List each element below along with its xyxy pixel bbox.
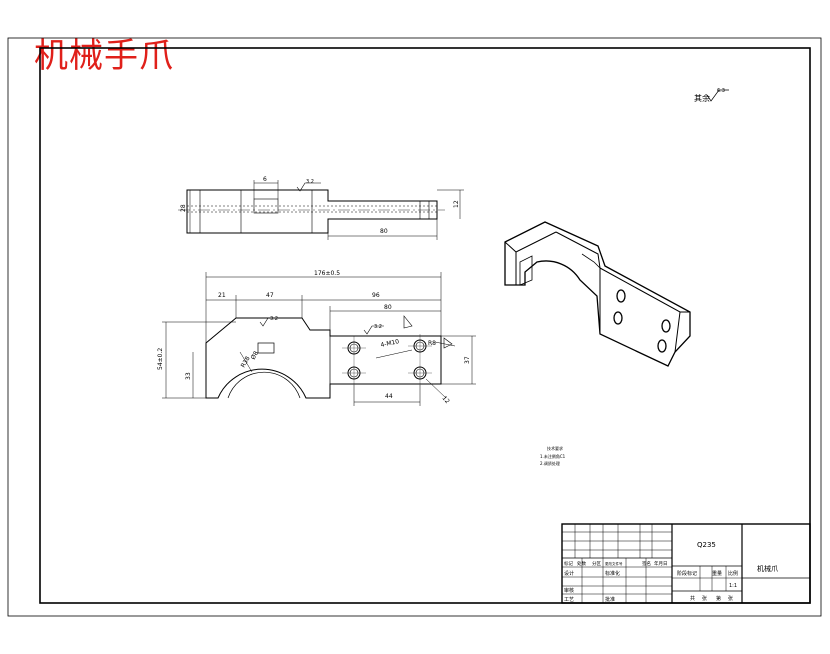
svg-text:2.调质处理: 2.调质处理 — [540, 460, 560, 466]
top-view-dims: 6 28 12 80 3.2 — [180, 176, 460, 235]
svg-text:80: 80 — [380, 228, 388, 235]
front-view-outline — [205, 317, 442, 399]
svg-text:工艺: 工艺 — [564, 597, 574, 603]
svg-text:比例: 比例 — [728, 570, 738, 577]
svg-text:审核: 审核 — [564, 587, 574, 594]
svg-text:设计: 设计 — [564, 570, 574, 577]
top-view — [178, 180, 464, 240]
svg-text:4-M10: 4-M10 — [380, 338, 400, 349]
svg-text:3.2: 3.2 — [270, 316, 278, 322]
technical-notes: 技术要求 1.未注倒角C1 2.调质处理 — [540, 445, 566, 466]
svg-text:80: 80 — [384, 304, 392, 311]
svg-text:张: 张 — [728, 595, 733, 602]
svg-text:12: 12 — [440, 395, 450, 405]
inner-frame — [39, 47, 811, 604]
svg-text:标准化: 标准化 — [605, 570, 620, 577]
title-block-text: Q235 机械爪 标记 处数 分区 更改文件号 签名 年月日 设计 审核 工艺 … — [564, 541, 778, 603]
svg-text:33: 33 — [185, 372, 192, 380]
svg-text:1:1: 1:1 — [729, 583, 737, 589]
front-view-dims: 176±0.5 21 47 96 80 54±0.2 33 44 37 4-M1… — [157, 270, 471, 405]
svg-text:28: 28 — [180, 204, 187, 212]
svg-text:第: 第 — [716, 595, 721, 602]
svg-text:技术要求: 技术要求 — [547, 445, 563, 451]
svg-text:R8: R8 — [428, 340, 436, 347]
svg-text:阶段标记: 阶段标记 — [677, 570, 697, 577]
svg-text:1.未注倒角C1: 1.未注倒角C1 — [540, 453, 566, 459]
front-view — [162, 272, 476, 406]
svg-text:Q235: Q235 — [697, 541, 716, 549]
isometric-view — [504, 221, 691, 367]
svg-text:共: 共 — [690, 595, 695, 602]
svg-text:机械爪: 机械爪 — [757, 564, 778, 573]
svg-text:更改文件号: 更改文件号 — [605, 561, 623, 566]
svg-text:96: 96 — [372, 292, 380, 299]
svg-text:批准: 批准 — [605, 596, 615, 603]
svg-text:张: 张 — [702, 595, 707, 602]
svg-text:处数: 处数 — [577, 560, 586, 567]
svg-text:12: 12 — [453, 200, 460, 208]
drawing-title: 机械手爪 — [34, 36, 174, 76]
svg-text:标记: 标记 — [564, 560, 573, 567]
svg-text:54±0.2: 54±0.2 — [157, 348, 164, 370]
svg-text:6: 6 — [263, 176, 267, 183]
svg-text:3.2: 3.2 — [374, 324, 382, 330]
title-block — [561, 523, 811, 604]
svg-text:3.2: 3.2 — [306, 179, 314, 185]
svg-text:44: 44 — [385, 393, 393, 400]
iso-outline — [504, 221, 691, 367]
svg-text:6.3: 6.3 — [717, 88, 725, 94]
svg-text:签名: 签名 — [642, 560, 651, 567]
svg-text:21: 21 — [218, 292, 226, 299]
svg-text:47: 47 — [266, 292, 274, 299]
svg-text:176±0.5: 176±0.5 — [314, 270, 340, 277]
svg-text:37: 37 — [464, 356, 471, 364]
svg-text:其余: 其余 — [694, 93, 710, 103]
svg-text:年月日: 年月日 — [654, 560, 668, 567]
svg-text:分区: 分区 — [592, 560, 601, 567]
svg-text:Ø8: Ø8 — [250, 350, 260, 361]
general-roughness: 其余 6.3 — [694, 88, 729, 103]
outer-border — [7, 37, 822, 617]
svg-text:重量: 重量 — [712, 570, 722, 577]
